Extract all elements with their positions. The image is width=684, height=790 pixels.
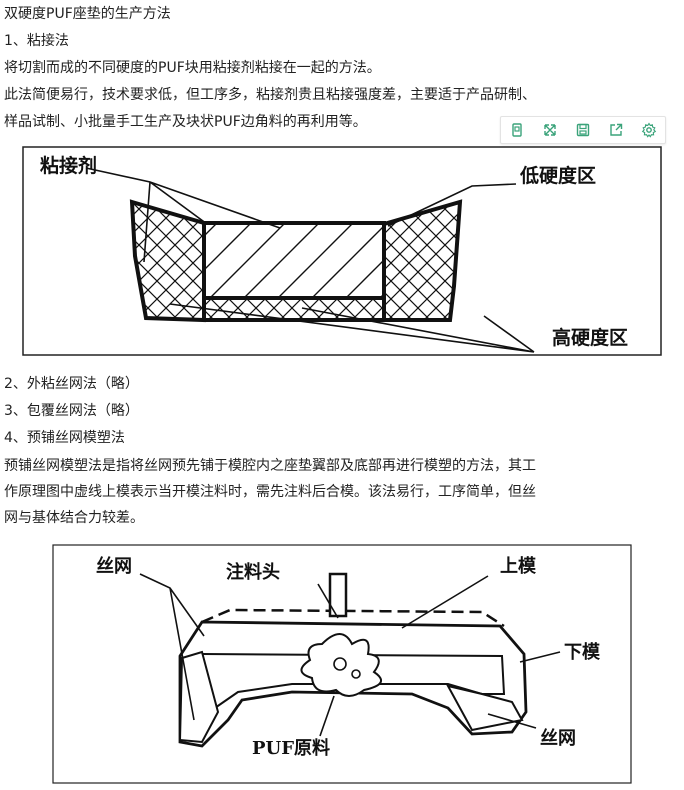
save-button[interactable] [572, 119, 594, 141]
label-high-hardness-zone: 高硬度区 [552, 326, 628, 349]
page-title: 双硬度PUF座垫的生产方法 [4, 6, 171, 22]
label-mesh-left: 丝网 [96, 555, 132, 577]
paragraph-line: 此法简便易行，技术要求低，但工序多，粘接剂贵且粘接强度差，主要适于产品研制、 [4, 87, 536, 103]
label-adhesive: 粘接剂 [40, 154, 97, 177]
expand-button[interactable] [539, 119, 561, 141]
expand-icon [544, 124, 556, 136]
paragraph-line: 作原理图中虚线上模表示当开模注料时，需先注料后合模。该法易行，工序简单，但丝 [4, 484, 536, 500]
copy-icon [512, 123, 523, 137]
label-puf-raw-material: PUF原料 [252, 737, 330, 759]
paragraph-line: 样品试制、小批量手工生产及块状PUF边角料的再利用等。 [4, 114, 367, 130]
label-injection-nozzle: 注料头 [226, 561, 280, 583]
save-icon [576, 123, 590, 137]
share-button[interactable] [605, 119, 627, 141]
settings-button[interactable] [638, 119, 660, 141]
copy-button[interactable] [506, 119, 528, 141]
section-heading-wrapped-mesh: 3、包覆丝网法（略） [4, 403, 139, 419]
paragraph-line: 网与基体结合力较差。 [4, 510, 144, 526]
settings-icon [641, 122, 656, 138]
label-low-hardness-zone: 低硬度区 [519, 164, 596, 187]
paragraph-line: 预铺丝网模塑法是指将丝网预先铺于模腔内之座垫翼部及底部再进行模塑的方法，其工 [4, 458, 536, 474]
paragraph-line: 将切割而成的不同硬度的PUF块用粘接剂粘接在一起的方法。 [4, 60, 381, 76]
section-heading-external-mesh: 2、外粘丝网法（略） [4, 376, 139, 392]
label-upper-mold: 上模 [500, 555, 537, 577]
image-toolbar [500, 116, 666, 144]
figure-adhesive-method: 粘接剂 低硬度区 高硬度区 [22, 146, 664, 358]
section-heading-adhesive: 1、粘接法 [4, 33, 69, 49]
figure-prelaid-mesh-molding: 丝网 注料头 上模 下模 丝网 PUF原料 [52, 544, 634, 786]
label-mesh-right: 丝网 [540, 727, 576, 749]
share-icon [610, 123, 622, 136]
section-heading-prelaid-mesh: 4、预铺丝网模塑法 [4, 430, 125, 446]
label-lower-mold: 下模 [564, 641, 601, 663]
